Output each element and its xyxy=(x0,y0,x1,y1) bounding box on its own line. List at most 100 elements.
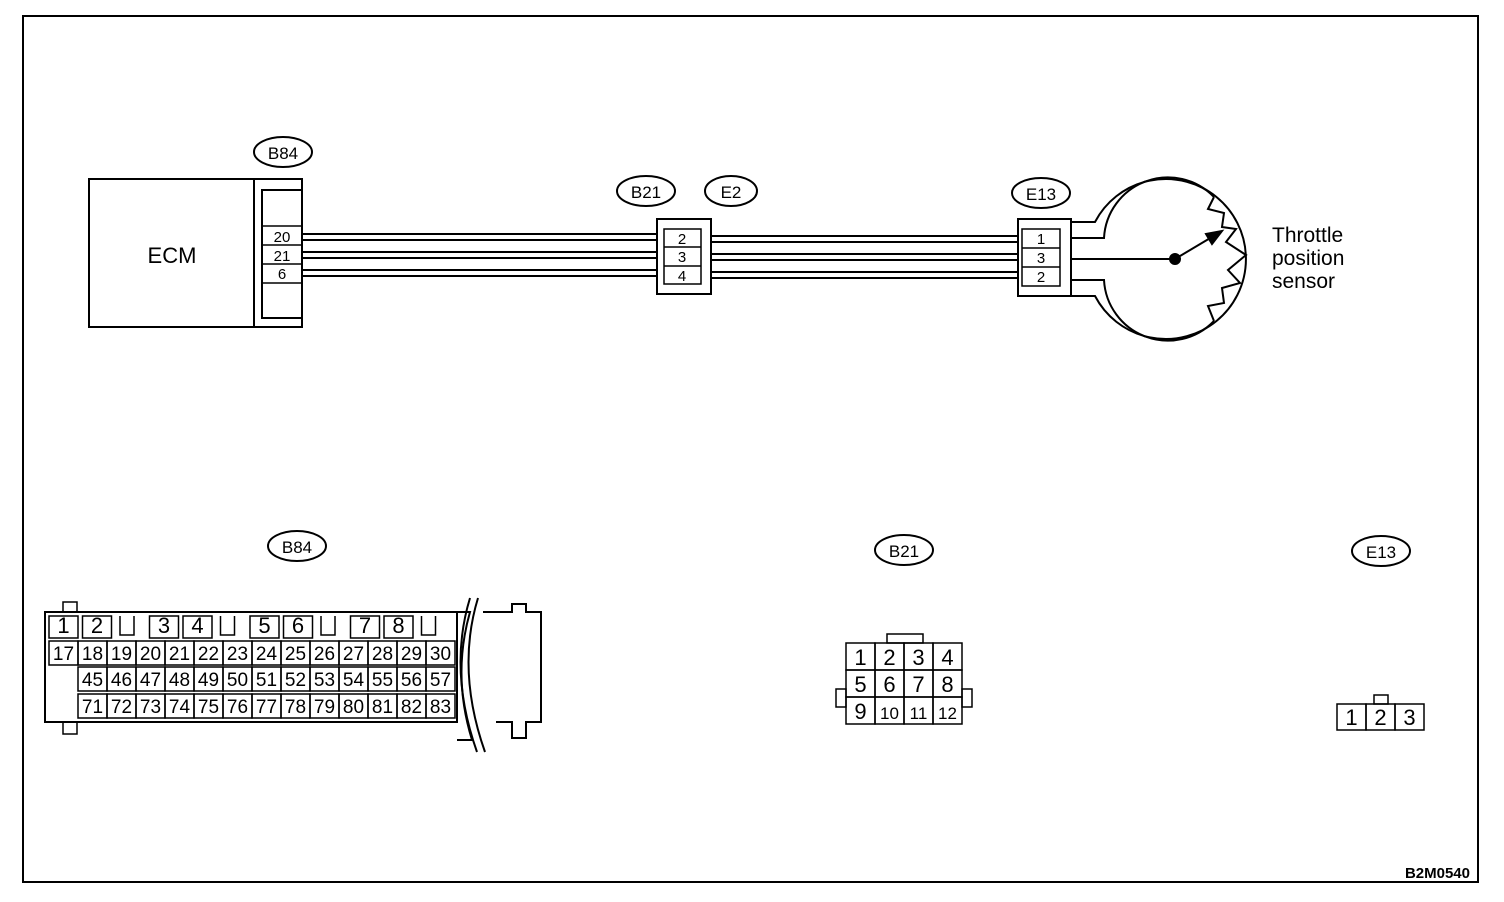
b84-pin-cell: 18 xyxy=(77,640,108,666)
e13-pin-cell: 2 xyxy=(1365,703,1396,731)
b84-pin-cell: 20 xyxy=(135,640,166,666)
b84-pin-21: 21 xyxy=(274,248,291,265)
b84-pin-cell-label: 48 xyxy=(169,670,190,691)
b84-pin-cell-label: 54 xyxy=(343,670,365,691)
b21-pin-cell-label: 10 xyxy=(880,704,899,723)
b21-pin-cell-label: 6 xyxy=(883,672,895,697)
b84-pin-cell: 73 xyxy=(135,693,166,719)
diagram-frame xyxy=(22,15,1479,883)
b84-pin-cell: 71 xyxy=(77,693,108,719)
b84-pin-cell: 28 xyxy=(367,640,398,666)
connector-b21-tag: B21 xyxy=(631,183,661,202)
b21-pin-cell: 12 xyxy=(932,696,963,725)
e13-pin-2: 2 xyxy=(1037,269,1045,286)
e13-pin-cell-label: 2 xyxy=(1374,705,1386,730)
b84-notch xyxy=(219,616,236,636)
connector-b84-tag: B84 xyxy=(268,144,298,163)
b84-pin-cell-label: 45 xyxy=(82,670,103,691)
connector-e13-tag: E13 xyxy=(1026,185,1056,204)
b84-pin-cell: 24 xyxy=(251,640,282,666)
b84-pin-cell-label: 71 xyxy=(82,697,103,718)
b84-pin-cell: 1 xyxy=(48,613,79,639)
b84-pin-cell: 7 xyxy=(349,613,381,639)
b84-pin-cell-label: 82 xyxy=(401,697,422,718)
b21-pin-cell-label: 1 xyxy=(854,645,866,670)
e13-pin-1: 1 xyxy=(1037,231,1045,248)
b84-pin-cell: 8 xyxy=(383,613,414,639)
b84-pin-cell-label: 51 xyxy=(256,670,277,691)
b84-pin-cell: 56 xyxy=(396,666,427,692)
b84-pin-20: 20 xyxy=(274,229,291,246)
b84-pin-cell-label: 3 xyxy=(158,613,170,638)
e13-pin-cell-label: 1 xyxy=(1345,705,1357,730)
b84-pin-cell-label: 81 xyxy=(372,697,393,718)
harness-ecm-b21 xyxy=(302,233,664,277)
b84-pin-cell: 72 xyxy=(106,693,137,719)
b84-pin-cell-label: 76 xyxy=(227,697,248,718)
b84-pin-cell: 50 xyxy=(222,666,253,692)
b84-pin-cell: 75 xyxy=(193,693,224,719)
b84-pin-cell-label: 30 xyxy=(430,644,451,665)
b84-pin-cell: 45 xyxy=(77,666,108,692)
b21-pin-cell-label: 4 xyxy=(941,645,953,670)
b84-pin-cell: 27 xyxy=(338,640,369,666)
b84-pin-cell: 30 xyxy=(425,640,456,666)
b84-pin-cell: 76 xyxy=(222,693,253,719)
b84-pin-cell: 4 xyxy=(182,613,213,639)
b84-notch xyxy=(320,616,336,636)
b84-pin-cell-label: 73 xyxy=(140,697,161,718)
b84-pin-cell-label: 4 xyxy=(191,613,203,638)
b84-pin-cell: 55 xyxy=(367,666,398,692)
b21-pin-cell: 3 xyxy=(903,642,934,671)
e13-pin-cell-label: 3 xyxy=(1403,705,1415,730)
b84-pin-cell-label: 83 xyxy=(430,697,451,718)
b84-pin-cell: 80 xyxy=(338,693,369,719)
b21-pin-cell-label: 5 xyxy=(854,672,866,697)
b84-pin-cell: 79 xyxy=(309,693,340,719)
b84-pin-cell-label: 20 xyxy=(140,644,161,665)
connector-e13: E13 1 3 2 xyxy=(1011,177,1072,297)
b84-pin-cell: 57 xyxy=(425,666,456,692)
b21-pin-2: 2 xyxy=(678,231,686,248)
b84-pin-cell: 81 xyxy=(367,693,398,719)
b84-pin-cell-label: 72 xyxy=(111,697,132,718)
b84-pin-cell: 29 xyxy=(396,640,427,666)
b84-pin-cell: 49 xyxy=(193,666,224,692)
b84-pin-cell: 83 xyxy=(425,693,456,719)
b84-pin-cell-label: 74 xyxy=(169,697,191,718)
b84-pin-cell: 74 xyxy=(164,693,195,719)
e13-pin-cell: 1 xyxy=(1336,703,1367,731)
b84-pin-cell-label: 19 xyxy=(111,644,132,665)
b84-pin-cell-label: 25 xyxy=(285,644,306,665)
b84-pin-cell: 23 xyxy=(222,640,253,666)
b84-pin-cell-label: 75 xyxy=(198,697,219,718)
b84-pin-cell-label: 49 xyxy=(198,670,219,691)
b84-pin-cell-label: 29 xyxy=(401,644,422,665)
b21-pin-cell: 10 xyxy=(874,696,905,725)
b84-pin-cell: 6 xyxy=(282,613,314,639)
throttle-position-sensor xyxy=(1071,176,1248,342)
b84-pin-cell-label: 8 xyxy=(392,613,404,638)
b84-pin-cell: 47 xyxy=(135,666,166,692)
b21-pin-4: 4 xyxy=(678,268,686,285)
b84-pin-cell-label: 26 xyxy=(314,644,335,665)
b21-pin-3: 3 xyxy=(678,249,686,266)
b84-pin-cell: 46 xyxy=(106,666,137,692)
b84-pin-cell-label: 18 xyxy=(82,644,103,665)
b21-pin-cell: 2 xyxy=(874,642,905,671)
b84-pin-cell: 17 xyxy=(48,640,79,666)
connector-e2-tag: E2 xyxy=(721,183,742,202)
b84-pin-cell: 25 xyxy=(280,640,311,666)
b84-pin-cell-label: 52 xyxy=(285,670,306,691)
b84-pin-cell-label: 55 xyxy=(372,670,393,691)
b84-pin-cell: 26 xyxy=(309,640,340,666)
b21-face-tag: B21 xyxy=(889,542,919,561)
b84-pin-cell-label: 24 xyxy=(256,644,278,665)
b84-pin-cell-label: 7 xyxy=(359,613,371,638)
b84-pin-cell-label: 17 xyxy=(53,644,74,665)
e13-pin-3: 3 xyxy=(1037,250,1045,267)
b21-pin-cell-label: 12 xyxy=(938,704,957,723)
